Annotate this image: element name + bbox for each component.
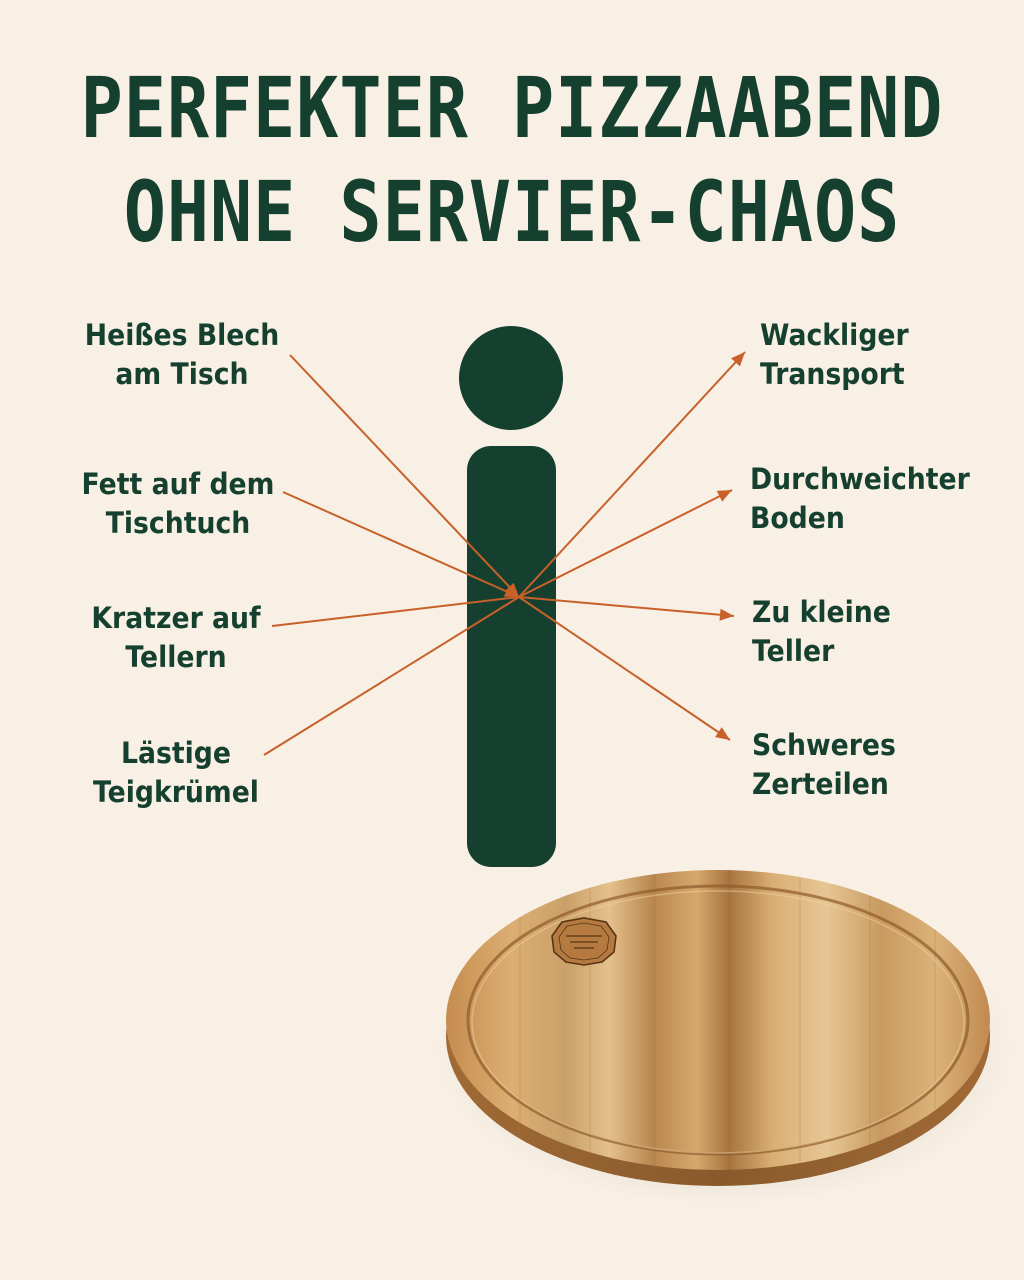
pain-point-right-1: Wackliger Transport (760, 316, 1024, 394)
pain-point-left-2: Fett auf dem Tischtuch (40, 465, 316, 543)
pain-point-line: Lästige (121, 736, 231, 770)
arrow-left-4 (263, 596, 520, 756)
arrow-right-3 (518, 596, 735, 617)
pain-point-line: Kratzer auf (91, 601, 261, 635)
pain-point-line: Zerteilen (752, 767, 889, 801)
pain-point-line: Tellern (125, 640, 227, 674)
info-icon-bar (467, 446, 556, 867)
arrow-right-4 (518, 596, 731, 741)
board-juice-groove (466, 884, 970, 1156)
pain-point-line: Teller (752, 634, 835, 668)
pain-point-right-2: Durchweichter Boden (750, 460, 1024, 538)
pain-point-left-3: Kratzer auf Tellern (38, 599, 314, 677)
arrow-group (263, 351, 746, 756)
arrow-right-1 (518, 351, 746, 598)
pain-point-right-3: Zu kleine Teller (752, 593, 1024, 671)
headline-line-1: PERFEKTER PIZZAABEND (80, 58, 944, 158)
arrow-right-3-head (719, 608, 734, 621)
pain-point-line: Wackliger (760, 318, 909, 352)
pain-point-line: Boden (750, 501, 845, 535)
pain-point-line: Teigkrümel (93, 775, 259, 809)
info-icon (459, 326, 563, 867)
wooden-pizza-board (434, 870, 1014, 1206)
arrow-left-3 (271, 596, 520, 627)
pain-point-left-1: Heißes Blech am Tisch (44, 316, 320, 394)
arrow-left-2 (282, 491, 520, 598)
board-top (446, 870, 990, 1170)
pain-point-line: Tischtuch (105, 506, 251, 540)
pain-point-line: Zu kleine (752, 595, 891, 629)
arrow-right-1-head (731, 352, 745, 367)
pain-point-left-4: Lästige Teigkrümel (38, 734, 314, 812)
headline-line-2: OHNE SERVIER-CHAOS (123, 162, 901, 262)
arrow-right-2 (518, 489, 733, 598)
pain-point-line: Heißes Blech (84, 318, 280, 352)
pain-point-line: am Tisch (115, 357, 249, 391)
arrow-right-2-head (716, 490, 732, 502)
pain-point-right-4: Schweres Zerteilen (752, 726, 1024, 804)
pain-point-line: Fett auf dem (81, 467, 275, 501)
pain-point-line: Transport (760, 357, 905, 391)
pain-point-line: Durchweichter (750, 462, 970, 496)
info-icon-dot (459, 326, 563, 430)
arrow-left-2-head (503, 585, 519, 597)
brand-stamp-icon (551, 917, 617, 966)
pain-point-line: Schweres (752, 728, 896, 762)
arrow-right-4-head (715, 727, 730, 740)
arrow-left-1 (289, 354, 520, 598)
board-groove-highlight (471, 890, 965, 1154)
